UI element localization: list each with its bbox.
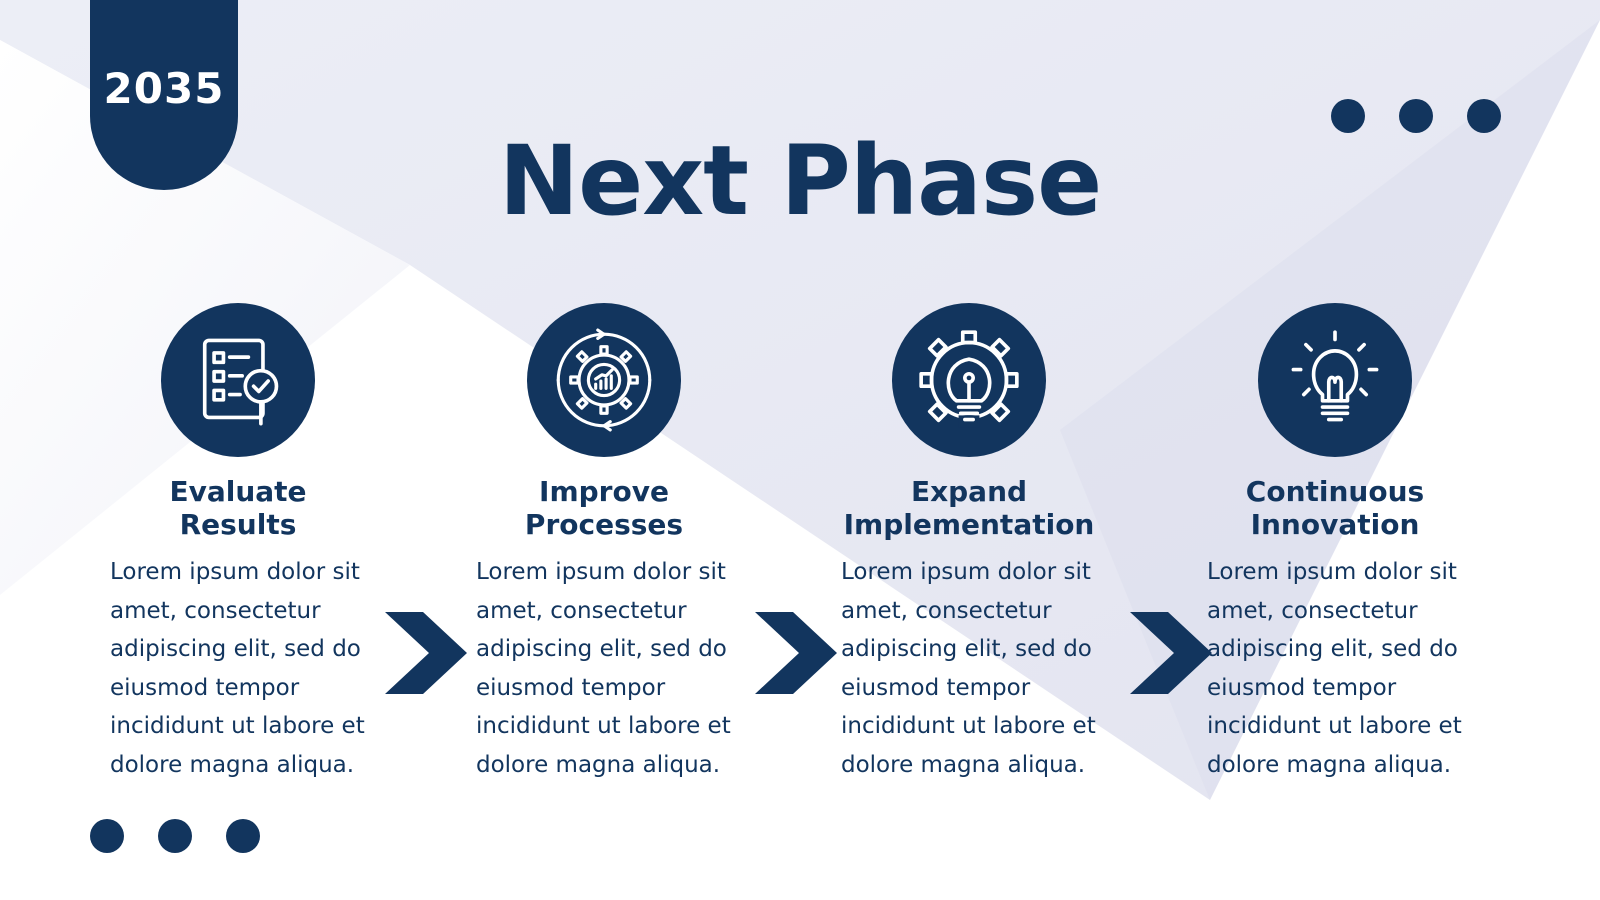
gear-lightbulb-icon [919,330,1019,428]
step-icon-circle [527,303,681,457]
step-icon-circle [1258,303,1412,457]
step-heading: Evaluate Results [88,475,388,541]
step-heading-line-1: Continuous [1245,475,1425,508]
step-heading: Expand Implementation [819,475,1119,541]
step-evaluate-results: Evaluate Results Lorem ipsum dolor sit a… [88,303,388,784]
step-improve-processes: Improve Processes Lorem ipsum dolor sit … [454,303,754,784]
step-description: Lorem ipsum dolor sit amet, consectetur … [476,559,731,778]
step-icon-circle [161,303,315,457]
dot [90,819,124,853]
step-heading-line-2: Implementation [843,508,1095,541]
year-tab: 2035 [90,0,238,190]
step-heading-line-2: Innovation [1250,508,1420,541]
step-description: Lorem ipsum dolor sit amet, consectetur … [841,559,1096,778]
lightbulb-icon [1291,330,1379,422]
step-heading: Improve Processes [454,475,754,541]
dot [1399,99,1433,133]
year-label: 2035 [103,63,225,113]
step-heading-line-1: Expand [910,475,1028,508]
page-title: Next Phase [498,125,1102,237]
dot [1467,99,1501,133]
gear-growth-chart-icon [556,328,652,432]
step-heading-line-1: Evaluate [169,475,307,508]
checklist-magnifier-icon [202,338,279,426]
decorative-dots-top [1331,99,1501,133]
step-heading-line-1: Improve [539,475,669,508]
step-description: Lorem ipsum dolor sit amet, consectetur … [110,559,365,778]
decorative-dots-bottom [90,819,260,853]
step-heading-line-2: Results [179,508,297,541]
chevron-right-icon [385,612,467,694]
step-description: Lorem ipsum dolor sit amet, consectetur … [1207,559,1462,778]
dot [1331,99,1365,133]
step-icon-circle [892,303,1046,457]
chevron-right-icon [1130,612,1212,694]
step-continuous-innovation: Continuous Innovation Lorem ipsum dolor … [1185,303,1485,784]
dot [158,819,192,853]
step-heading: Continuous Innovation [1185,475,1485,541]
dot [226,819,260,853]
step-heading-line-2: Processes [524,508,684,541]
chevron-right-icon [755,612,837,694]
step-expand-implementation: Expand Implementation Lorem ipsum dolor … [819,303,1119,784]
